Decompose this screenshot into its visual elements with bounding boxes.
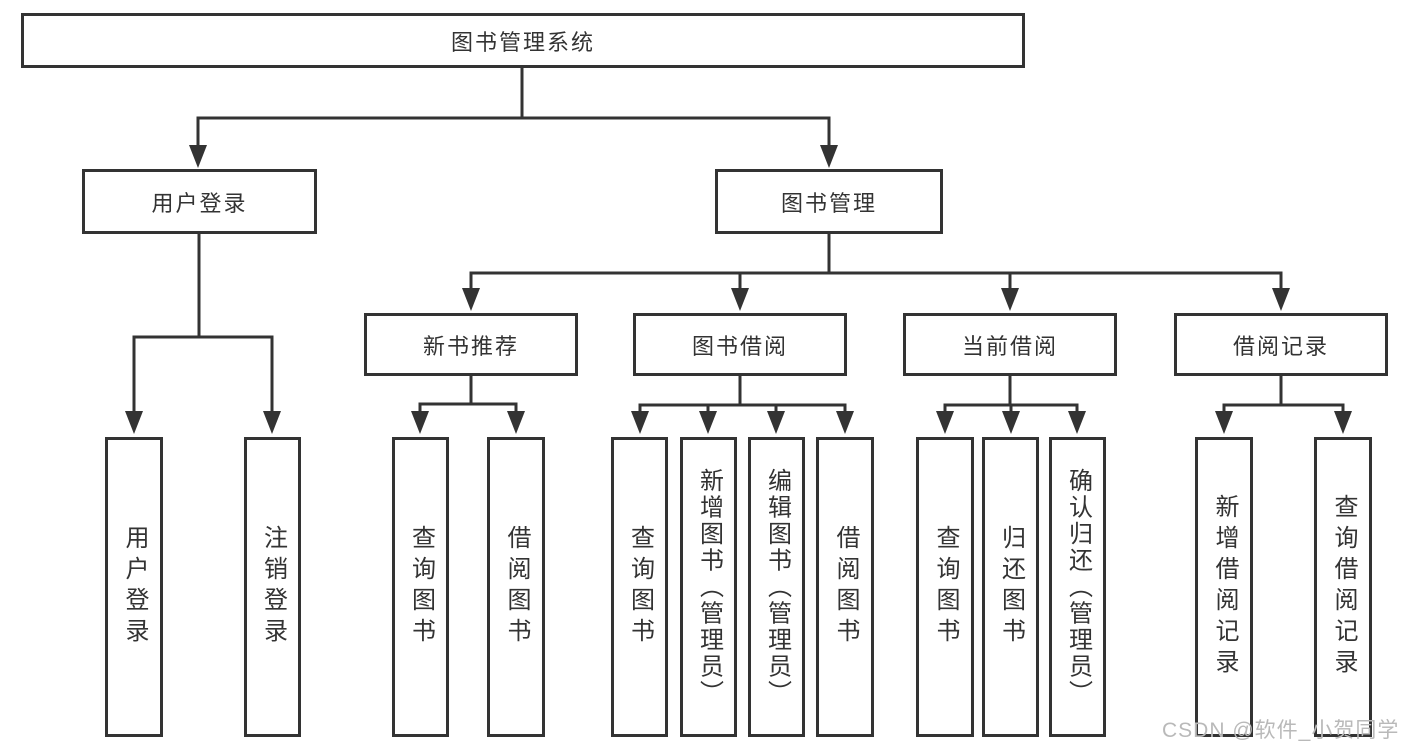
leaf-query-books-recommend: 查询图书 (392, 437, 449, 737)
leaf-logout-login: 注销登录 (244, 437, 301, 737)
leaf-query-books-borrow: 查询图书 (611, 437, 668, 737)
csdn-watermark: CSDN @软件_小贺同学 (1162, 719, 1400, 742)
leaf-user-login-label: 用户登录 (121, 525, 148, 649)
node-book-borrowing: 图书借阅 (633, 313, 847, 376)
leaf-query-books-recommend-label: 查询图书 (407, 525, 435, 649)
leaf-user-login: 用户登录 (105, 437, 163, 737)
leaf-return-books-label: 归还图书 (997, 525, 1025, 649)
leaf-borrow-books-recommend: 借阅图书 (487, 437, 545, 737)
leaf-borrow-books: 借阅图书 (816, 437, 874, 737)
leaf-borrow-books-recommend-label: 借阅图书 (503, 525, 530, 649)
leaf-borrow-books-label: 借阅图书 (832, 525, 859, 649)
node-new-book-recommendation: 新书推荐 (364, 313, 578, 376)
leaf-edit-books-admin-label: 编辑图书（管理员） (763, 467, 791, 707)
node-library-management-system: 图书管理系统 (21, 13, 1025, 68)
node-user-login: 用户登录 (82, 169, 317, 234)
leaf-add-books-admin-label: 新增图书（管理员） (695, 467, 723, 707)
leaf-confirm-return-admin-label: 确认归还（管理员） (1064, 467, 1092, 707)
leaf-logout-login-label: 注销登录 (259, 525, 287, 649)
leaf-query-books-current-label: 查询图书 (932, 525, 959, 649)
leaf-add-books-admin: 新增图书（管理员） (680, 437, 737, 737)
node-book-management: 图书管理 (715, 169, 943, 234)
arrowheads (125, 145, 1352, 434)
node-borrowing-records: 借阅记录 (1174, 313, 1388, 376)
node-current-borrowing: 当前借阅 (903, 313, 1117, 376)
leaf-edit-books-admin: 编辑图书（管理员） (748, 437, 805, 737)
leaf-query-books-current: 查询图书 (916, 437, 974, 737)
leaf-query-borrow-record: 查询借阅记录 (1314, 437, 1372, 737)
leaf-add-borrow-record: 新增借阅记录 (1195, 437, 1253, 737)
leaf-add-borrow-record-label: 新增借阅记录 (1211, 494, 1238, 680)
leaf-query-books-borrow-label: 查询图书 (626, 525, 654, 649)
leaf-return-books: 归还图书 (982, 437, 1039, 737)
leaf-confirm-return-admin: 确认归还（管理员） (1049, 437, 1106, 737)
leaf-query-borrow-record-label: 查询借阅记录 (1330, 494, 1357, 680)
